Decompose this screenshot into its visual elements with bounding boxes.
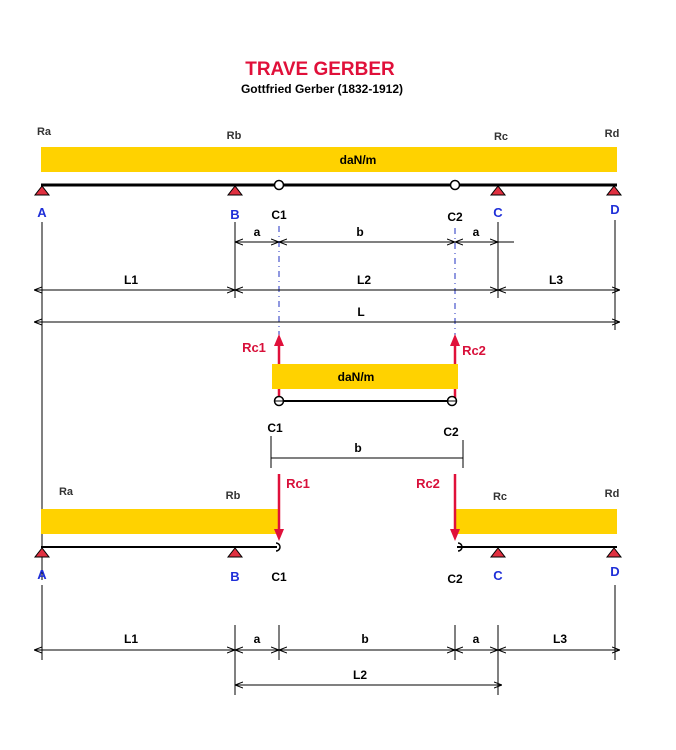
dimension-label-a-right-top: a <box>473 225 480 239</box>
reaction-label-rc2-mid: Rc2 <box>462 343 486 358</box>
dimension-label-l2-top: L2 <box>357 273 371 287</box>
support-letter-b-top: B <box>230 207 239 222</box>
distributed-load-full <box>41 147 617 172</box>
hinge-label-c1-bottom: C1 <box>271 570 287 584</box>
support-letter-a-top: A <box>37 205 47 220</box>
hinge-c1-top-icon <box>273 179 285 191</box>
support-c-bottom-icon <box>489 547 507 558</box>
hinge-label-c1-top: C1 <box>271 208 287 222</box>
reaction-label-rc2-bottom: Rc2 <box>416 476 440 491</box>
dimension-label-l3-bottom: L3 <box>553 632 567 646</box>
reaction-label-rd-bottom: Rd <box>605 488 620 500</box>
hinge-c2-bottom-icon <box>457 542 463 552</box>
support-letter-d-bottom: D <box>610 564 619 579</box>
reaction-arrow-rc2-down-head <box>450 529 460 541</box>
hinge-label-c1-mid: C1 <box>267 421 283 435</box>
distributed-load-right-cantilever <box>455 509 617 534</box>
support-letter-c-bottom: C <box>493 568 503 583</box>
dimension-label-l2-bottom: L2 <box>353 668 367 682</box>
dimension-label-b-top: b <box>356 225 363 239</box>
page-subtitle: Gottfried Gerber (1832-1912) <box>241 82 403 96</box>
load-label-top: daN/m <box>340 153 377 167</box>
reaction-label-rc-bottom: Rc <box>493 491 507 503</box>
support-a-bottom-icon <box>33 547 51 558</box>
reaction-label-ra: Ra <box>37 126 52 138</box>
hinge-label-c2-bottom: C2 <box>447 572 463 586</box>
hinge-c2-top-icon <box>449 179 461 191</box>
dimension-label-b-bottom: b <box>361 632 368 646</box>
dimension-label-a-right-bottom: a <box>473 632 480 646</box>
reaction-label-rb: Rb <box>227 130 242 142</box>
support-c-top-icon <box>489 185 507 196</box>
reaction-arrow-rc1-up-head <box>274 334 284 346</box>
dimension-label-l3-top: L3 <box>549 273 563 287</box>
reaction-arrow-rc2-up-head <box>450 334 460 346</box>
hinge-label-c2-mid: C2 <box>443 425 459 439</box>
support-letter-b-bottom: B <box>230 569 239 584</box>
reaction-arrow-rc1-down-head <box>274 529 284 541</box>
reaction-label-rc: Rc <box>494 131 508 143</box>
reaction-label-rd: Rd <box>605 128 620 140</box>
dimension-label-l-total: L <box>357 305 364 319</box>
support-a-top-icon <box>33 185 51 196</box>
dimension-label-a-left-bottom: a <box>254 632 261 646</box>
support-letter-a-bottom: A <box>37 567 47 582</box>
reaction-label-rc1-mid: Rc1 <box>242 340 266 355</box>
dimension-label-l1-top: L1 <box>124 273 138 287</box>
load-label-mid: daN/m <box>338 370 375 384</box>
support-b-bottom-icon <box>226 547 244 558</box>
dimension-label-l1-bottom: L1 <box>124 632 138 646</box>
support-letter-c-top: C <box>493 205 503 220</box>
support-b-top-icon <box>226 185 244 196</box>
reaction-label-rb-bottom: Rb <box>226 490 241 502</box>
support-d-top-icon <box>605 185 623 196</box>
dimension-label-a-left-top: a <box>254 225 261 239</box>
distributed-load-suspended <box>272 364 458 389</box>
dimension-label-b-mid: b <box>354 441 361 455</box>
distributed-load-left-cantilever <box>41 509 279 534</box>
reaction-label-rc1-bottom: Rc1 <box>286 476 310 491</box>
support-letter-d-top: D <box>610 202 619 217</box>
hinge-label-c2-top: C2 <box>447 210 463 224</box>
hinge-c1-bottom-icon <box>275 542 281 552</box>
support-d-bottom-icon <box>605 547 623 558</box>
page-title: TRAVE GERBER <box>245 59 395 80</box>
reaction-label-ra-bottom: Ra <box>59 486 74 498</box>
